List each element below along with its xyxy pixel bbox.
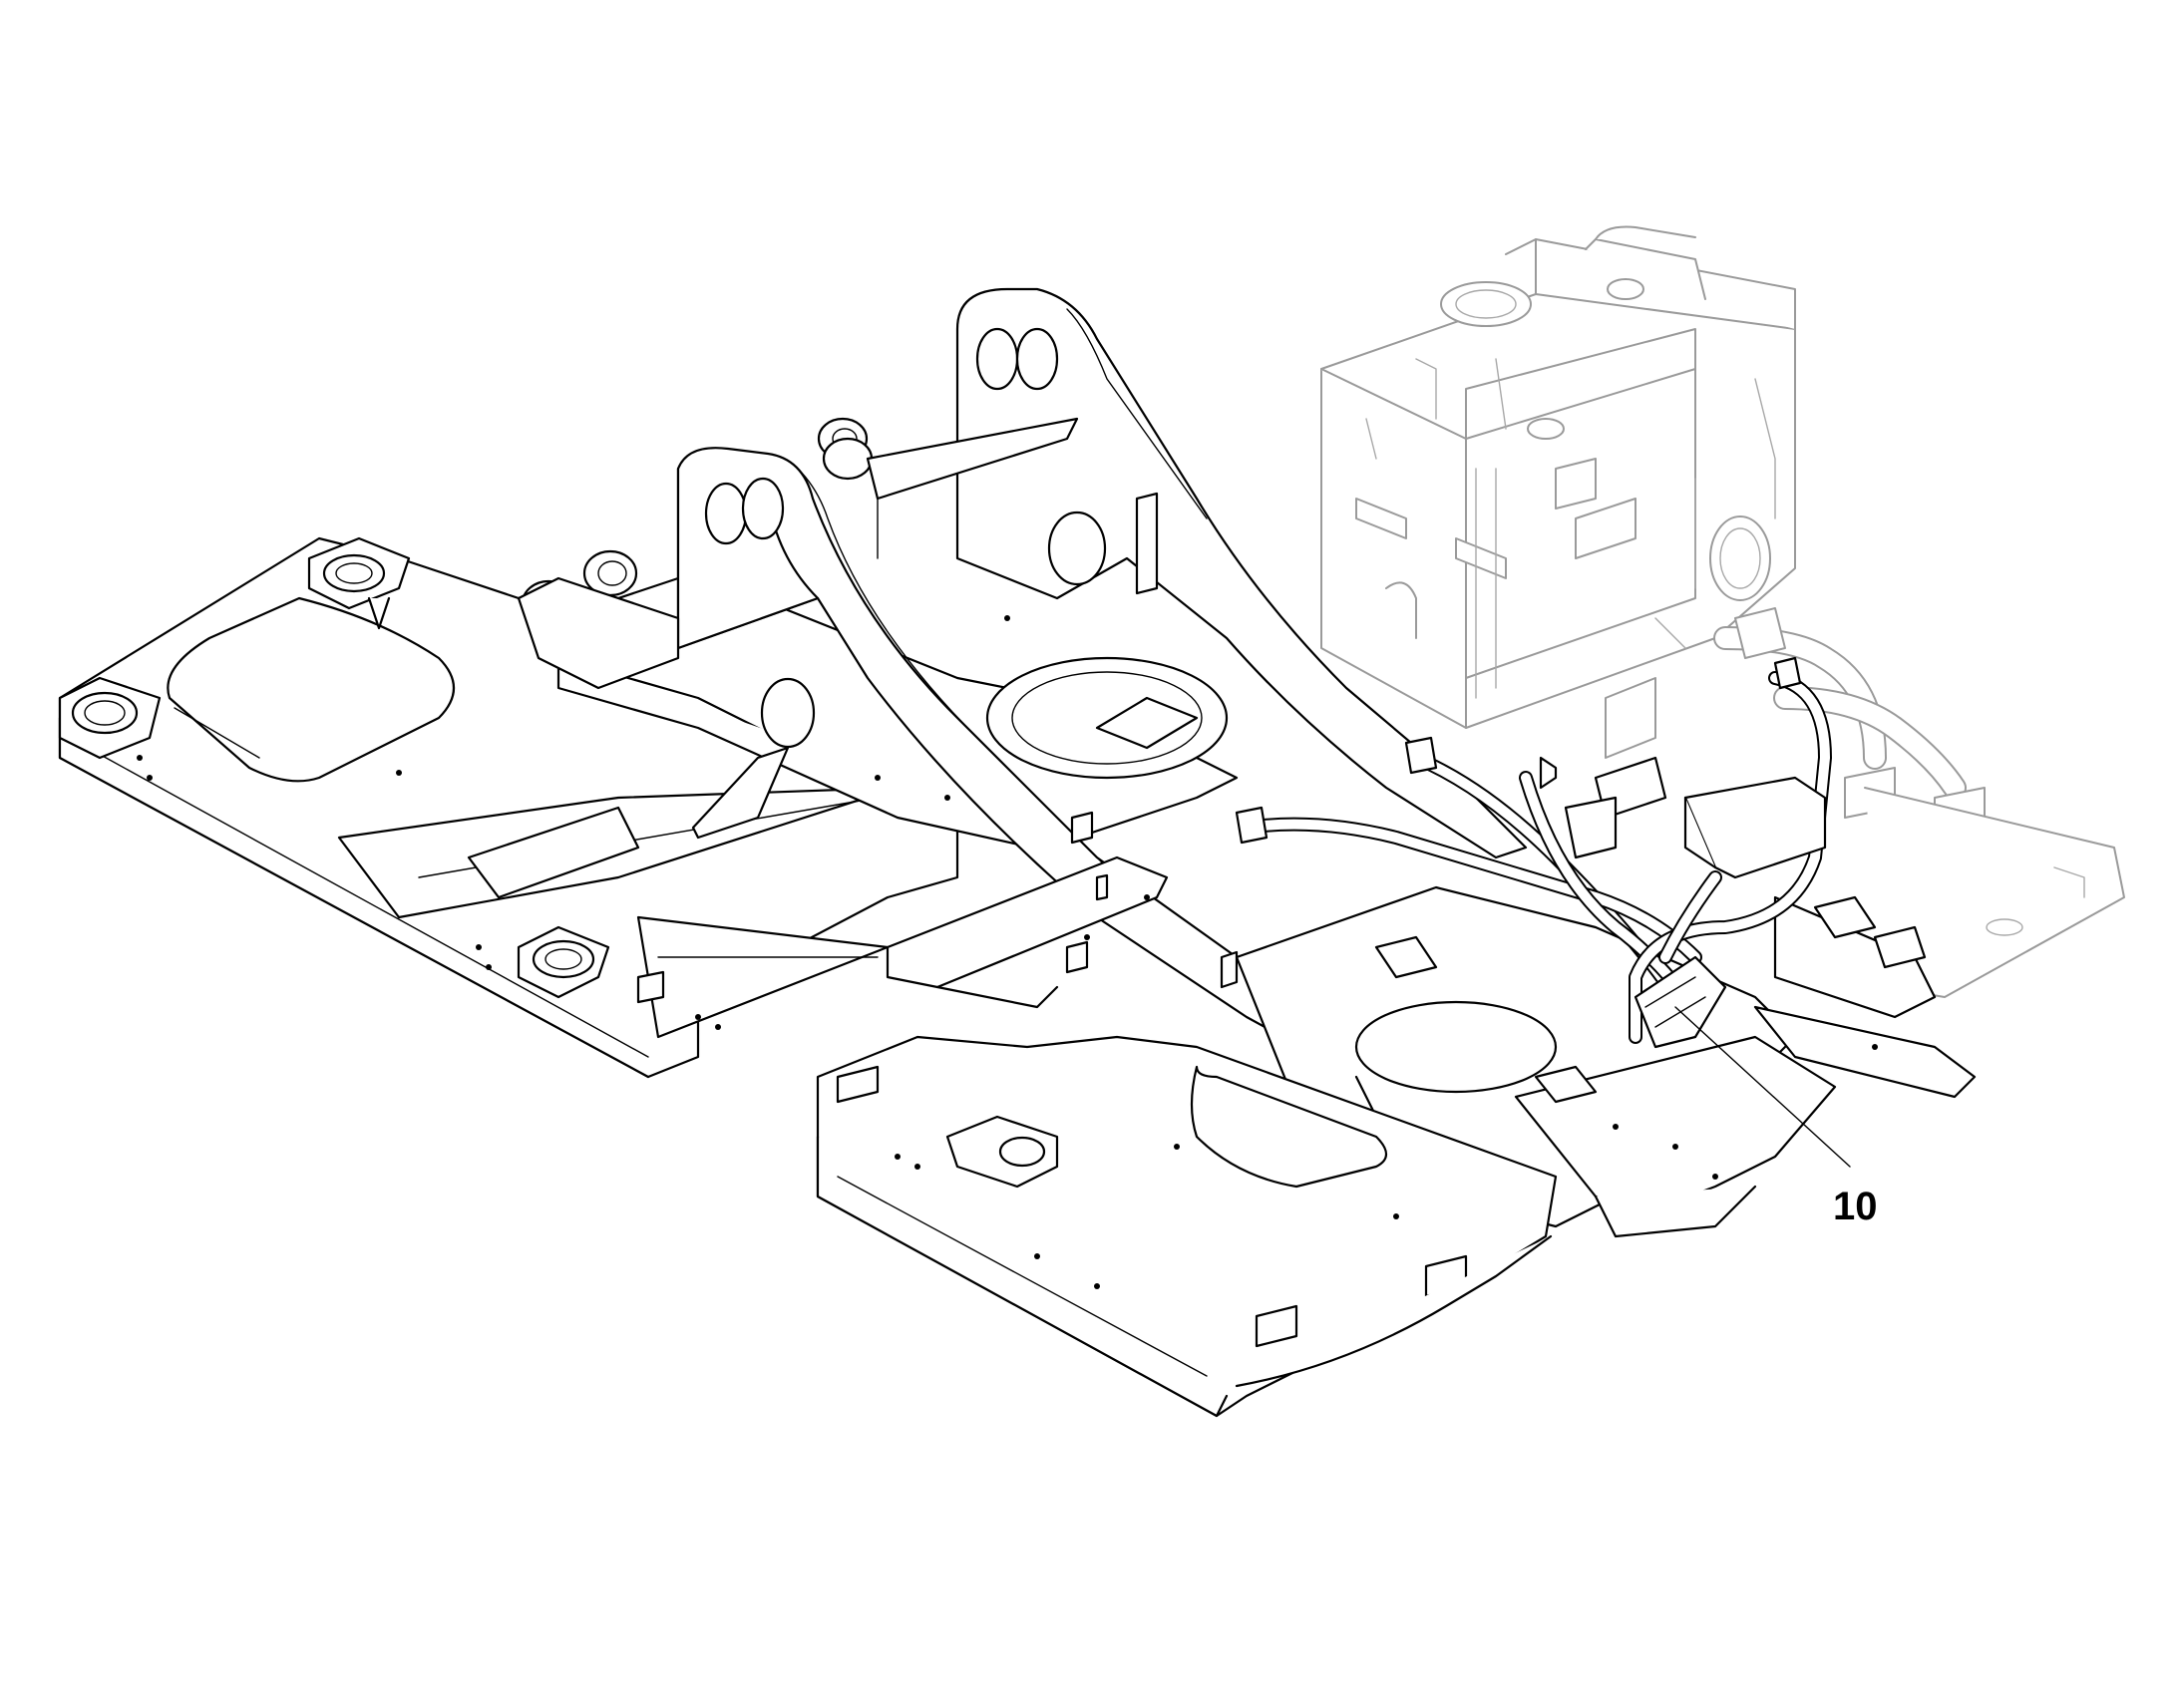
- center-main-frame: [517, 287, 1528, 1079]
- callout-10-label: 10: [1833, 1185, 1878, 1228]
- ghosted-tank-assembly: [1320, 225, 2125, 998]
- hydraulic-hose-assembly: [1235, 656, 1832, 1049]
- callout-10: 10: [1674, 1006, 1878, 1228]
- front-floor-plate: [816, 1035, 1558, 1418]
- left-frame-section: [58, 536, 959, 1079]
- callout-10-leader-line: [1674, 1006, 1851, 1168]
